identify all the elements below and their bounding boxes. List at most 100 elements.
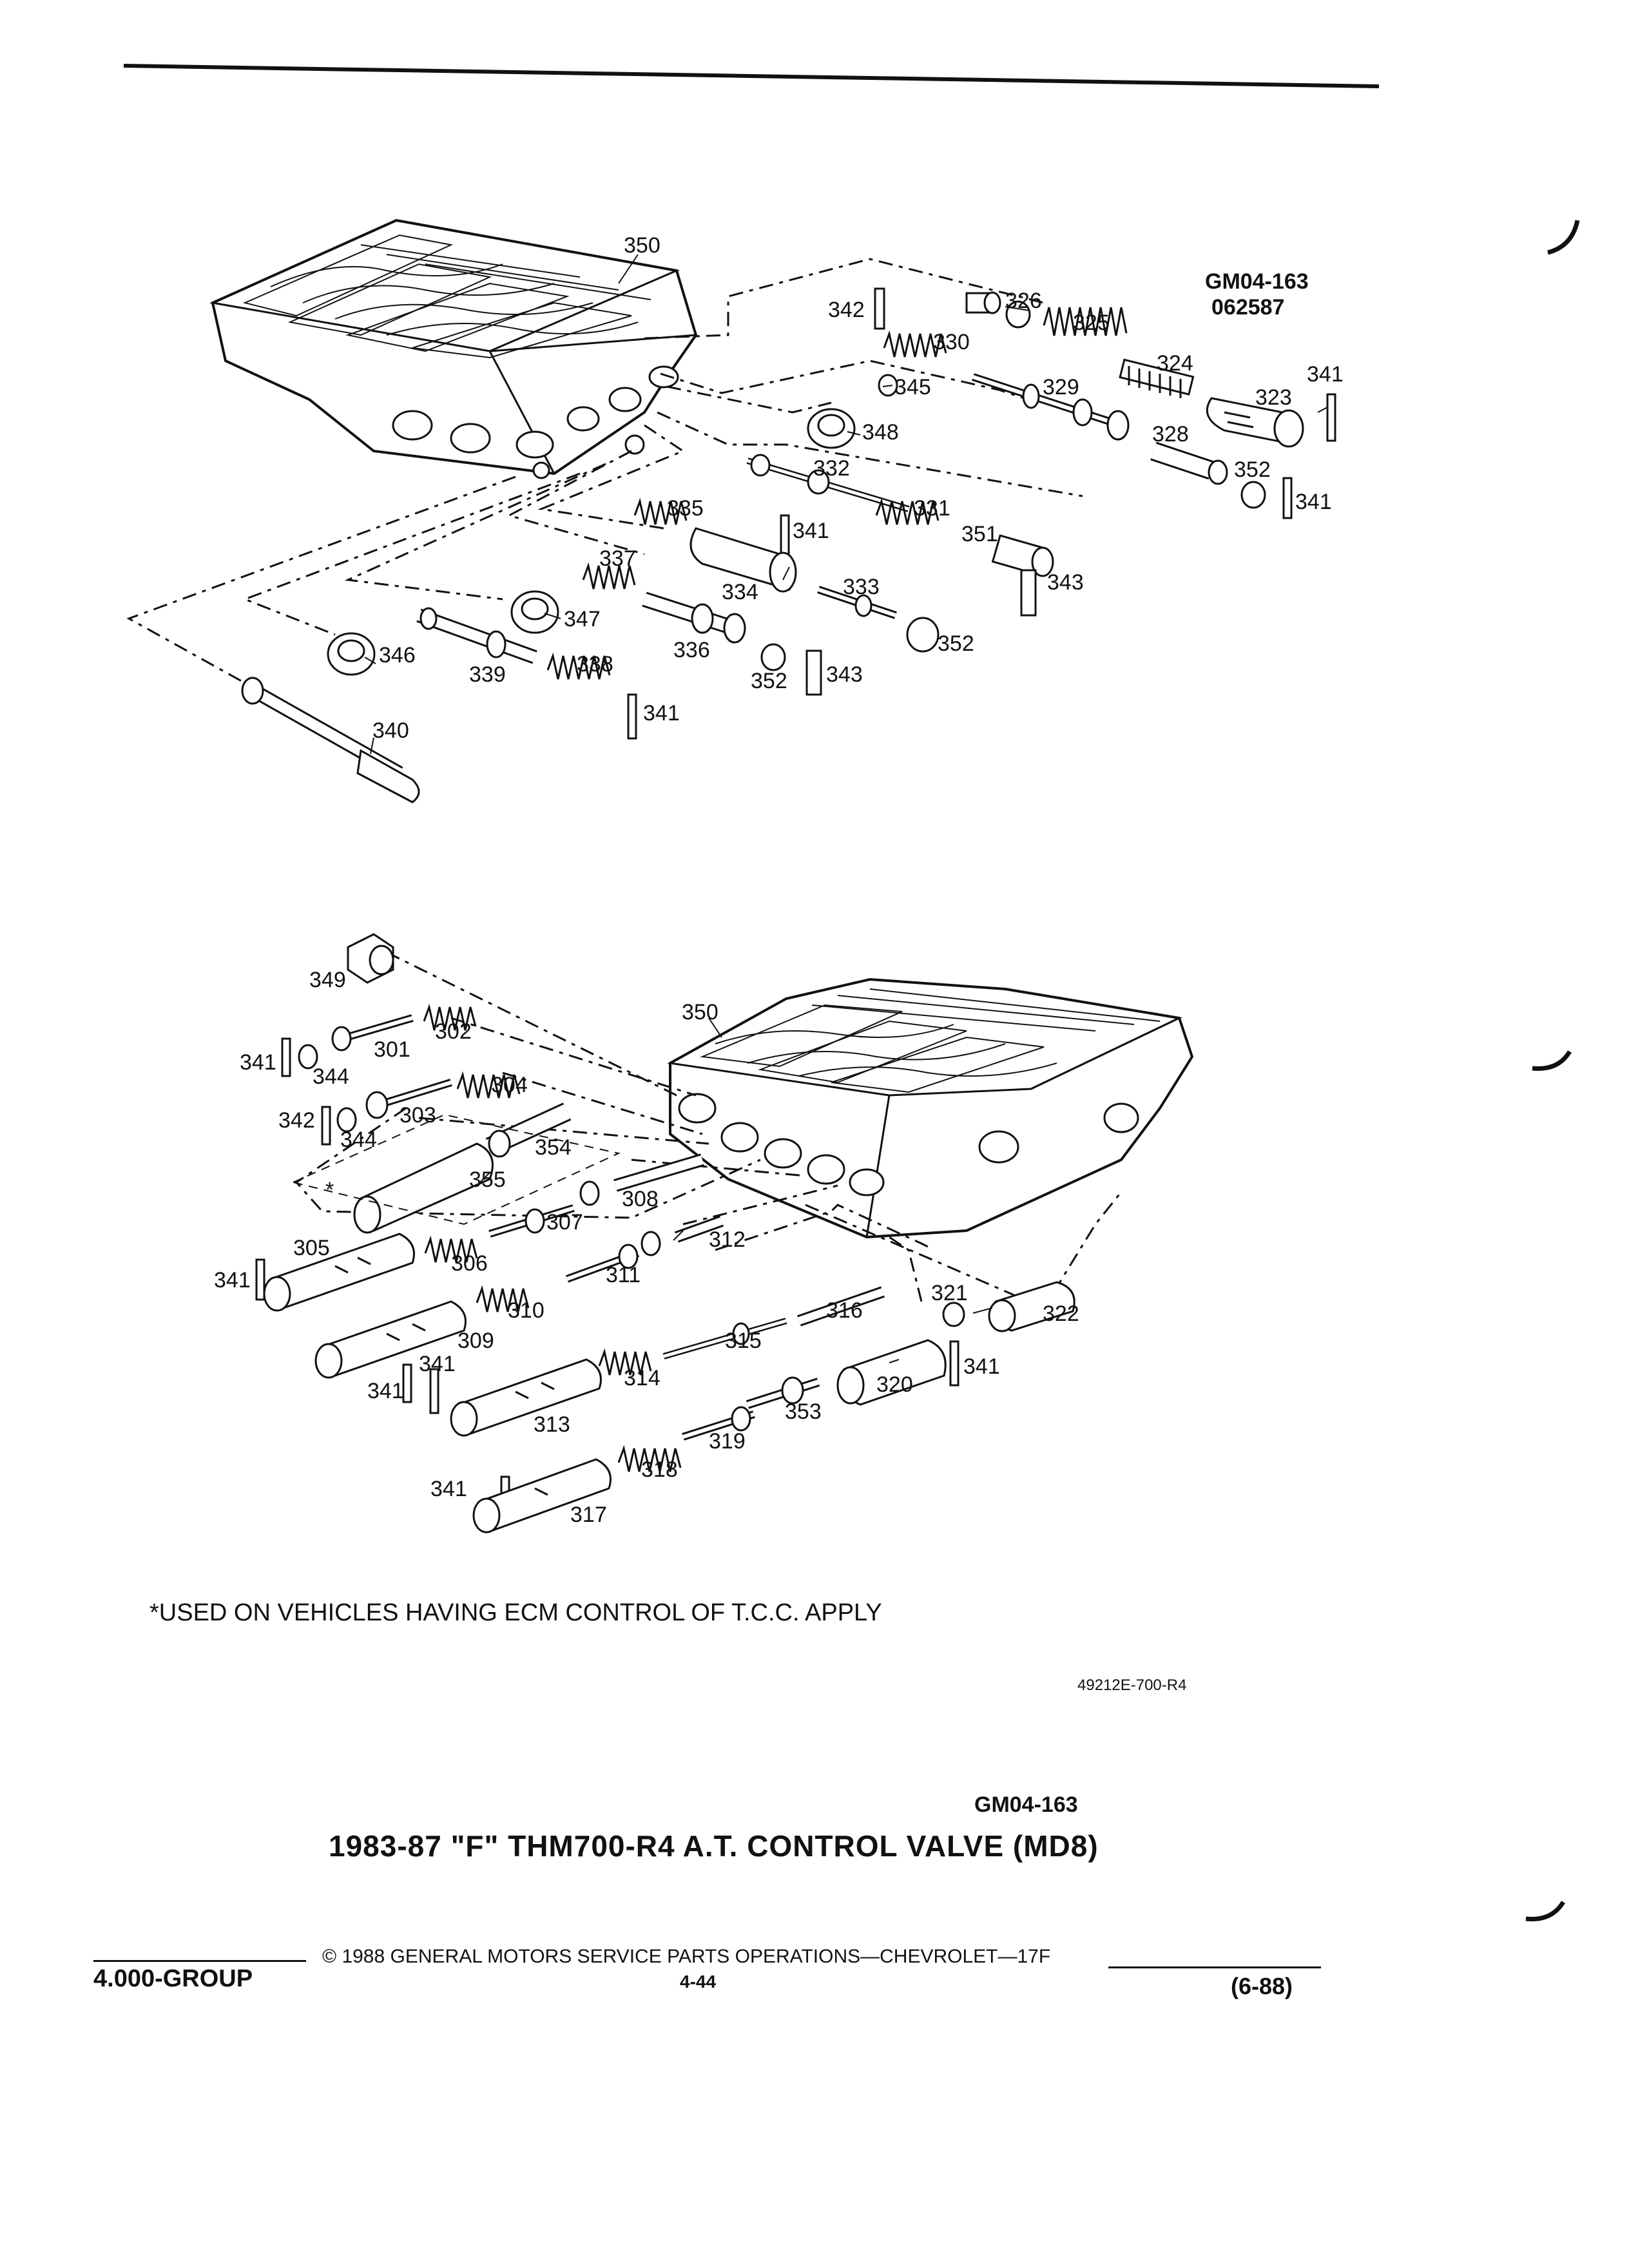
spring-318 — [617, 1445, 682, 1472]
callout-329: 329 — [1043, 375, 1079, 399]
valve-333 — [817, 586, 897, 619]
valve-316 — [797, 1286, 885, 1327]
spring-337 — [582, 562, 636, 590]
callout-306: 306 — [451, 1251, 488, 1276]
callout-341-f: 341 — [214, 1268, 251, 1293]
callout-303: 303 — [400, 1103, 436, 1128]
footer-page-number: 4-44 — [680, 1972, 717, 1992]
callout-343-b: 343 — [826, 662, 863, 687]
spring-302 — [423, 1003, 477, 1031]
callout-335: 335 — [667, 496, 704, 521]
asterisk-marker: * — [325, 1178, 334, 1202]
callout-350-b: 350 — [682, 1000, 718, 1024]
footer-date: (6-88) — [1231, 1973, 1293, 1999]
callout-309: 309 — [458, 1329, 494, 1353]
bushing-323 — [1206, 397, 1304, 448]
callout-302: 302 — [435, 1019, 472, 1044]
spring-306 — [424, 1235, 478, 1263]
spring-314 — [598, 1348, 652, 1376]
callout-328: 328 — [1152, 422, 1189, 447]
plug-326 — [965, 291, 1031, 329]
callout-336: 336 — [673, 638, 710, 662]
callout-325: 325 — [1073, 311, 1110, 335]
callout-344-a: 344 — [313, 1064, 349, 1089]
callout-348: 348 — [862, 420, 899, 445]
callout-352-c: 352 — [751, 669, 787, 693]
callout-347: 347 — [564, 607, 601, 631]
callout-334: 334 — [722, 580, 758, 604]
pin-341-e — [281, 1037, 291, 1077]
spring-325 — [1043, 307, 1128, 336]
check-347 — [510, 590, 559, 634]
callout-310: 310 — [508, 1298, 545, 1323]
sleeve-317 — [472, 1458, 612, 1533]
callout-323: 323 — [1255, 385, 1292, 410]
valve-340 — [241, 677, 420, 803]
valve-324 — [1119, 358, 1195, 398]
spring-304 — [456, 1071, 521, 1099]
scan-mark — [1532, 1050, 1572, 1071]
callout-339: 339 — [469, 662, 506, 687]
callout-351: 351 — [961, 522, 998, 546]
callout-341-i: 341 — [963, 1354, 1000, 1379]
drawing-code-2: 062587 — [1211, 295, 1284, 320]
valve-308 — [579, 1153, 704, 1206]
bushing-322 — [988, 1281, 1075, 1332]
reference-number: 49212E-700-R4 — [1077, 1677, 1187, 1694]
spring-338 — [546, 652, 611, 680]
callout-312: 312 — [709, 1227, 746, 1252]
spring-335 — [633, 497, 688, 525]
pin-341-g — [402, 1363, 412, 1403]
callout-352-b: 352 — [938, 631, 974, 656]
seat-344-a — [298, 1044, 318, 1070]
callout-318: 318 — [641, 1457, 678, 1482]
callout-322: 322 — [1043, 1302, 1079, 1326]
callout-344-b: 344 — [340, 1128, 377, 1152]
pin-341-d — [627, 693, 637, 740]
top-valve-body — [209, 218, 698, 479]
callout-331: 331 — [914, 496, 950, 521]
check-348 — [807, 408, 856, 449]
footer-rule-right — [1108, 1966, 1321, 1968]
ecm-note: *USED ON VEHICLES HAVING ECM CONTROL OF … — [149, 1599, 882, 1626]
callout-301: 301 — [374, 1037, 410, 1062]
callout-317: 317 — [570, 1503, 607, 1527]
sleeve-305 — [263, 1233, 415, 1312]
seat-344-b — [336, 1107, 357, 1133]
callout-346: 346 — [379, 643, 416, 668]
valve-328 — [1150, 441, 1228, 485]
valve-339 — [416, 607, 537, 664]
plug-321 — [942, 1302, 965, 1327]
plug-352-a — [1240, 481, 1266, 509]
valve-303 — [365, 1079, 452, 1119]
valve-307 — [488, 1204, 575, 1238]
bottom-callouts: 349 350 302 341 301 344 304 342 303 344 … — [214, 968, 1079, 1527]
pin-341-a — [1326, 393, 1336, 442]
valve-329 — [972, 373, 1130, 441]
pin-342 — [874, 287, 885, 330]
footer-rule-left — [93, 1960, 306, 1962]
spring-310 — [476, 1285, 530, 1312]
callout-337: 337 — [599, 546, 636, 571]
callout-349: 349 — [309, 968, 346, 992]
top-parts — [241, 287, 1336, 803]
callout-342-b: 342 — [278, 1108, 315, 1133]
pin-343-a — [1020, 569, 1037, 617]
pin-342-b — [321, 1106, 331, 1146]
drawing-code-1: GM04-163 — [1205, 269, 1309, 294]
spring-330 — [883, 330, 947, 358]
top-routing-lines — [126, 258, 1083, 684]
bottom-leaders — [476, 1017, 993, 1363]
scan-mark — [1525, 1901, 1566, 1921]
callout-326: 326 — [1005, 289, 1042, 313]
callout-345: 345 — [894, 375, 931, 399]
callout-304: 304 — [491, 1073, 528, 1097]
valve-354 — [485, 1102, 572, 1158]
callout-319: 319 — [709, 1429, 746, 1454]
callout-338: 338 — [577, 652, 613, 677]
sleeve-355 — [353, 1142, 494, 1234]
top-callouts: GM04-163 062587 350 342 326 325 330 324 … — [372, 233, 1344, 743]
callout-330: 330 — [933, 330, 970, 354]
sleeve-309 — [314, 1300, 467, 1379]
bottom-routing-lines — [294, 951, 1123, 1309]
